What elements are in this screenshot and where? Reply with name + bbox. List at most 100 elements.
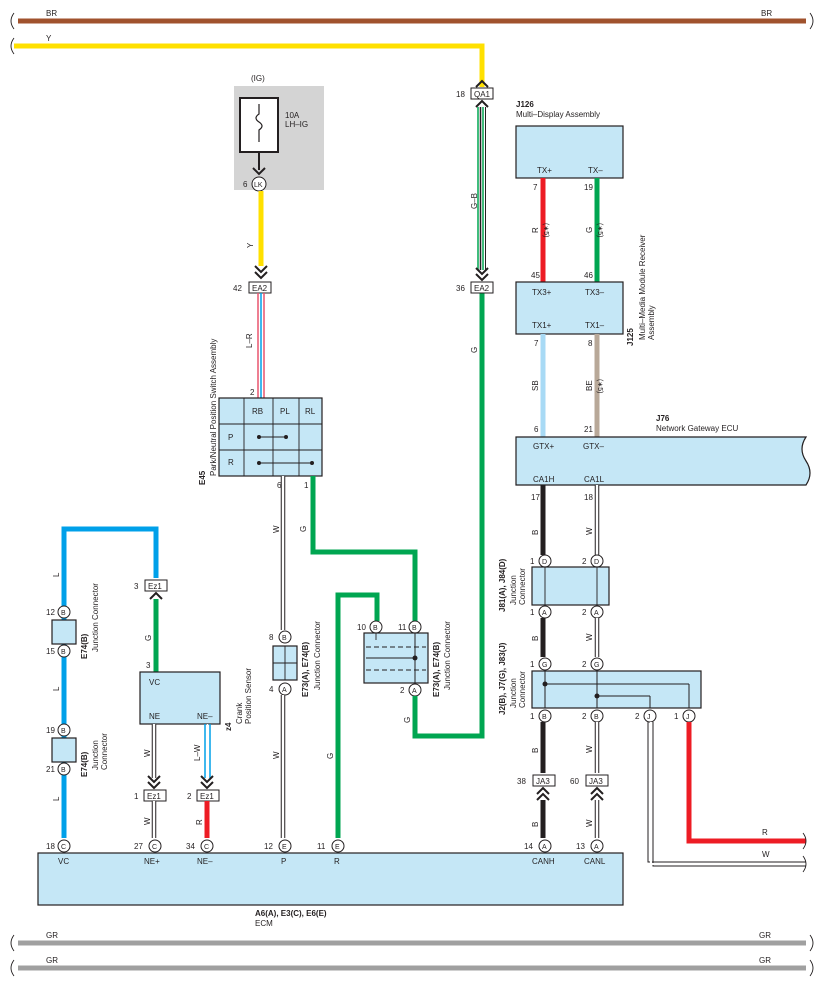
e74-a-p12: 12 xyxy=(46,608,55,617)
bus-y-label: Y xyxy=(46,34,52,43)
j2-j1: J xyxy=(647,714,651,721)
fuse-block: (IG) 10A LH–IG LK 6 xyxy=(234,74,324,192)
wire-w1-label: W xyxy=(585,527,594,535)
wire-w-p2: W xyxy=(272,695,286,838)
j126-txp: TX+ xyxy=(537,166,552,175)
ecm-a2: A xyxy=(594,844,599,851)
j125-name2: Assembly xyxy=(647,305,656,340)
ecm-vc: VC xyxy=(58,857,69,866)
e45-rb: RB xyxy=(252,407,263,416)
wire-gb-label: G–B xyxy=(470,193,479,209)
j2-p1: 1 xyxy=(530,660,535,669)
wire-g-e73: G G xyxy=(403,293,485,739)
j2-name1: Junction xyxy=(509,678,518,708)
wire-lr-label: L–R xyxy=(245,333,254,348)
wire-y-ig: Y xyxy=(246,191,268,280)
bus-gr-bottom-label-right: GR xyxy=(759,956,771,965)
ez1-top-connector: Ez1 3 xyxy=(134,579,168,600)
j76-ca1l: CA1L xyxy=(584,475,605,484)
ea2-right-pin: 36 xyxy=(456,284,465,293)
e74-junction-a: B 12 B 15 E74(B) Junction Connector xyxy=(46,583,100,659)
wire-g-pl: G xyxy=(299,476,418,621)
wire-w-p-label: W xyxy=(272,525,281,533)
z4-id: z4 xyxy=(224,722,233,731)
j2-name2: Connector xyxy=(518,671,527,708)
wire-can-j2-ja3: B W JA3 38 JA3 60 B W xyxy=(517,722,609,838)
wire-y-ig-label: Y xyxy=(246,242,255,248)
ecm-box: C 18 VC C 27 NE+ C 34 NE– E 12 P E 11 R … xyxy=(37,839,624,928)
wire-l-label-1: L xyxy=(52,572,61,577)
ecm-p18: 18 xyxy=(46,842,55,851)
wire-be-note: (∗5) xyxy=(596,379,603,393)
wire-r-tx-label: R xyxy=(531,227,540,233)
z4-vc: VC xyxy=(149,678,160,687)
e45-r: R xyxy=(228,458,234,467)
bus-br-label-left: BR xyxy=(46,9,57,18)
e74-b-pin1: B xyxy=(61,728,66,735)
wire-g-pl-label: G xyxy=(299,526,308,532)
wire-b2-label: B xyxy=(531,636,540,641)
ja3-p60: 60 xyxy=(570,777,579,786)
j2-p1b: 1 xyxy=(530,712,535,721)
wire-can-j81-j2: B W xyxy=(531,618,600,657)
ea2-right-label: EA2 xyxy=(474,284,490,293)
e73-right-b2: B xyxy=(412,625,417,632)
wire-r-ne-label: R xyxy=(195,819,204,825)
qa1-connector: QA1 18 G–B EA2 36 xyxy=(456,79,494,294)
j76-p21: 21 xyxy=(584,425,593,434)
j81-name2: Connector xyxy=(518,568,527,605)
wire-be-label: BE xyxy=(585,380,594,391)
ea2-left-connector: EA2 42 xyxy=(233,281,272,294)
e74-b-name1: Junction xyxy=(91,740,100,770)
fuse-rating: 10A xyxy=(285,111,300,120)
e74-a-pin2: B xyxy=(61,649,66,656)
j81-p1b: 1 xyxy=(530,608,535,617)
wire-l-label-2: L xyxy=(52,686,61,691)
ja3-p38: 38 xyxy=(517,777,526,786)
e74-a-p15: 15 xyxy=(46,647,55,656)
j125-p46: 46 xyxy=(584,271,593,280)
ecm-canl: CANL xyxy=(584,857,606,866)
j2-p2b: 2 xyxy=(582,712,587,721)
wire-lw-label: L–W xyxy=(193,744,202,761)
ecm-a1: A xyxy=(542,844,547,851)
z4-crank-sensor: VC NE NE– z4 Crank Position Sensor xyxy=(139,668,253,731)
e74-b-pin2: B xyxy=(61,767,66,774)
j81-p1a: 1 xyxy=(530,557,535,566)
ecm-p11: 11 xyxy=(317,842,326,851)
ecm-canh: CANH xyxy=(532,857,555,866)
j125-tx1p: TX1+ xyxy=(532,321,552,330)
ecm-nem: NE– xyxy=(197,857,213,866)
e45-pin2: 2 xyxy=(250,388,255,397)
e73-right-id: E73(A), E74(B) xyxy=(432,642,441,697)
bus-y: Y xyxy=(10,34,485,87)
e73-left-p4: 4 xyxy=(269,685,274,694)
wire-l-label-3: L xyxy=(52,796,61,801)
ecm-e2: E xyxy=(335,844,340,851)
wire-w-p: W xyxy=(272,476,286,630)
ecm-p27: 27 xyxy=(134,842,143,851)
j2-b2: B xyxy=(594,714,599,721)
fuse-name: LH–IG xyxy=(285,120,308,129)
ea2-left-label: EA2 xyxy=(252,284,268,293)
e45-name: Park/Neutral Position Switch Assembly xyxy=(209,339,218,476)
j126-txm: TX– xyxy=(588,166,603,175)
wire-g-tx-label: G xyxy=(585,227,594,233)
ecm-c3: C xyxy=(204,844,209,851)
z4-nem: NE– xyxy=(197,712,213,721)
ecm-c1: C xyxy=(61,844,66,851)
ecm-p12: 12 xyxy=(264,842,273,851)
ecm-p14: 14 xyxy=(524,842,533,851)
e45-switch: RB PL RL P R E45 Park/Neutral Position S… xyxy=(198,339,323,490)
wire-g-vc-label: G xyxy=(144,635,153,641)
e74-b-p21: 21 xyxy=(46,765,55,774)
e74-junction-b: B 19 B 21 E74(B) Junction Connector xyxy=(46,723,109,777)
j125-id: J125 xyxy=(626,328,635,346)
e45-rl: RL xyxy=(305,407,316,416)
ja3-left-label: JA3 xyxy=(536,777,550,786)
z4-name2: Position Sensor xyxy=(244,668,253,724)
ig-label: (IG) xyxy=(251,74,265,83)
j126-multi-display: J126 Multi–Display Assembly TX+ TX– 7 19 xyxy=(515,100,624,192)
j2-g1: G xyxy=(542,662,547,669)
wire-sb-label: SB xyxy=(531,380,540,391)
